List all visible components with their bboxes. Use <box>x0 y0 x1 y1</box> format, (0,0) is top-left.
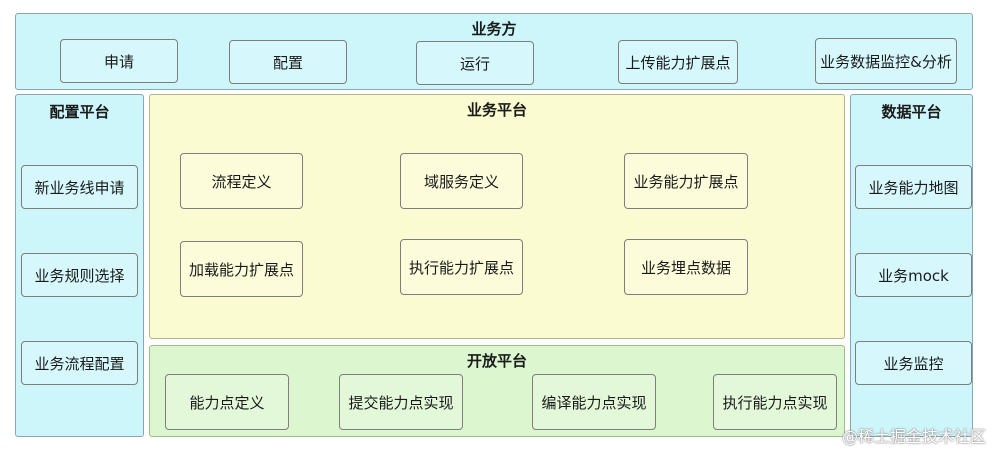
open-platform-title: 开放平台 <box>466 352 527 370</box>
business-flow-config-box: 业务流程配置 <box>21 341 138 385</box>
monitoring-analysis-box: 业务数据监控&分析 <box>815 38 957 84</box>
business-side-panel: 业务方 申请 配置 运行 上传能力扩展点 业务数据监控&分析 <box>15 13 973 90</box>
business-mock-box: 业务mock <box>855 253 972 297</box>
watermark: @稀土掘金技术社区 <box>841 427 986 446</box>
submit-implementation-box: 提交能力点实现 <box>339 374 463 430</box>
config-platform-title: 配置平台 <box>49 103 110 121</box>
run-box: 运行 <box>416 41 534 85</box>
business-extension-point-box: 业务能力扩展点 <box>624 153 748 209</box>
domain-service-definition-box: 域服务定义 <box>400 153 523 209</box>
capability-map-box: 业务能力地图 <box>855 165 972 209</box>
execute-implementation-box: 执行能力点实现 <box>713 374 837 430</box>
apply-box: 申请 <box>60 39 178 83</box>
business-platform-panel: 业务平台 流程定义 域服务定义 业务能力扩展点 加载能力扩展点 执行能力扩展点 … <box>149 94 845 339</box>
config-platform-panel: 配置平台 新业务线申请 业务规则选择 业务流程配置 <box>15 94 144 437</box>
open-platform-panel: 开放平台 能力点定义 提交能力点实现 编译能力点实现 执行能力点实现 <box>149 345 845 437</box>
compile-implementation-box: 编译能力点实现 <box>532 374 656 430</box>
capability-point-definition-box: 能力点定义 <box>165 374 289 430</box>
data-platform-panel: 数据平台 业务能力地图 业务mock 业务监控 <box>850 94 973 437</box>
tracking-data-box: 业务埋点数据 <box>624 239 748 295</box>
new-business-line-box: 新业务线申请 <box>21 165 138 209</box>
configure-box: 配置 <box>229 40 347 84</box>
flow-definition-box: 流程定义 <box>180 153 303 209</box>
business-side-title: 业务方 <box>471 20 517 38</box>
data-platform-title: 数据平台 <box>881 103 942 121</box>
load-extension-point-box: 加载能力扩展点 <box>180 241 303 297</box>
execute-extension-point-box: 执行能力扩展点 <box>400 239 523 295</box>
business-rule-box: 业务规则选择 <box>21 253 138 297</box>
upload-extension-box: 上传能力扩展点 <box>618 40 738 84</box>
business-monitoring-box: 业务监控 <box>855 341 972 385</box>
business-platform-title: 业务平台 <box>466 101 527 119</box>
